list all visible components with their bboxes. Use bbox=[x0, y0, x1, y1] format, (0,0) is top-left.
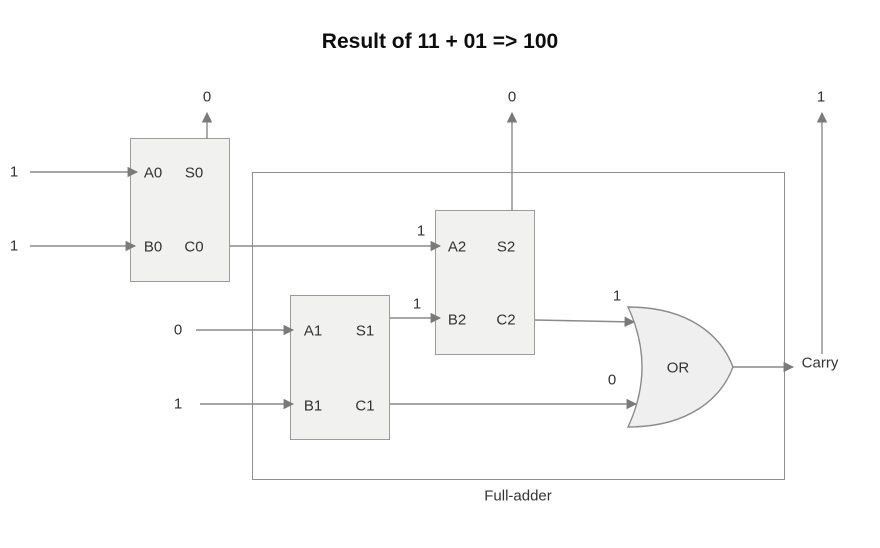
pin-b0: B0 bbox=[143, 238, 163, 256]
input-a1-value: 0 bbox=[173, 321, 183, 339]
pin-s2: S2 bbox=[496, 238, 516, 256]
wire-c1-or-value: 0 bbox=[607, 371, 617, 389]
input-b0-value: 1 bbox=[9, 237, 19, 255]
pin-c2: C2 bbox=[496, 311, 516, 329]
output-s0-value: 0 bbox=[202, 88, 212, 106]
wire-c0-a2-value: 1 bbox=[416, 222, 426, 240]
carry-label: Carry bbox=[801, 354, 839, 372]
or-gate-shape bbox=[626, 306, 734, 428]
pin-a1: A1 bbox=[303, 322, 323, 340]
pin-c0: C0 bbox=[184, 238, 204, 256]
pin-a2: A2 bbox=[447, 238, 467, 256]
half-adder-0-box: A0 S0 B0 C0 bbox=[130, 138, 230, 282]
output-carry-value: 1 bbox=[816, 88, 826, 106]
full-adder-label: Full-adder bbox=[484, 487, 552, 505]
diagram-title: Result of 11 + 01 => 100 bbox=[321, 30, 559, 53]
pin-c1: C1 bbox=[355, 397, 375, 415]
pin-s0: S0 bbox=[184, 164, 204, 182]
half-adder-2-box: A2 S2 B2 C2 bbox=[435, 210, 535, 355]
pin-b1: B1 bbox=[303, 397, 323, 415]
full-adder-outline bbox=[252, 172, 785, 480]
input-b1-value: 1 bbox=[173, 395, 183, 413]
half-adder-1-box: A1 S1 B1 C1 bbox=[290, 295, 390, 440]
or-gate-label: OR bbox=[666, 359, 690, 377]
input-a0-value: 1 bbox=[9, 163, 19, 181]
pin-a0: A0 bbox=[143, 164, 163, 182]
pin-b2: B2 bbox=[447, 311, 467, 329]
wire-c2-or-value: 1 bbox=[612, 287, 622, 305]
pin-s1: S1 bbox=[355, 322, 375, 340]
wire-s1-b2-value: 1 bbox=[412, 295, 422, 313]
output-s2-value: 0 bbox=[507, 88, 517, 106]
wire-c2-to-or bbox=[534, 316, 636, 328]
